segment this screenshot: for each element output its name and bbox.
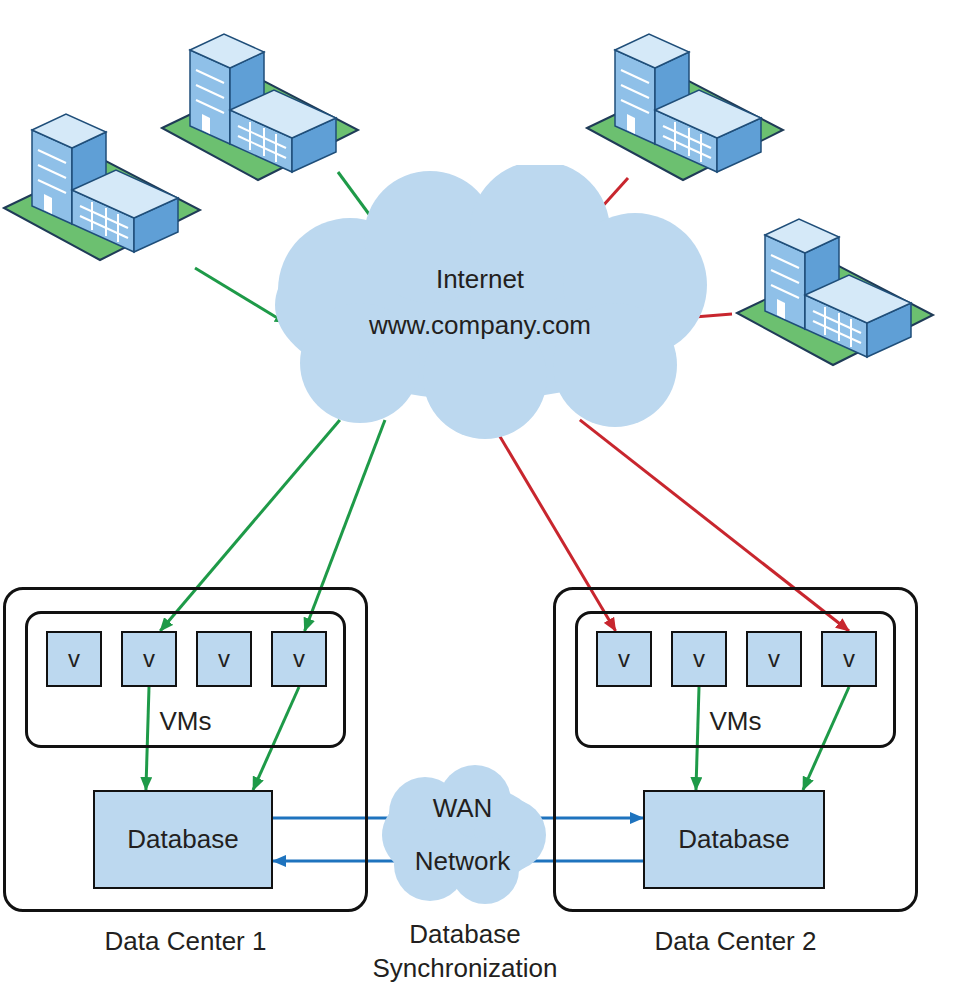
- data-center-box: Data Center 2VMsvvvvDatabase: [553, 587, 918, 912]
- database-box: Database: [93, 790, 273, 889]
- vm-box: v: [196, 631, 252, 687]
- connector-arrow: [253, 687, 299, 790]
- node-label: Database: [127, 823, 238, 857]
- node-label: v: [618, 647, 630, 671]
- data-center-label: Data Center 2: [556, 925, 915, 959]
- connector-arrow: [160, 420, 340, 631]
- caption-label: Database Synchronization: [350, 918, 580, 986]
- cloud-shape: [240, 165, 720, 440]
- node-label: VMs: [160, 705, 212, 739]
- connector-arrow: [696, 687, 699, 790]
- office-building: [587, 34, 783, 180]
- vm-box: v: [271, 631, 327, 687]
- vm-group: VMs v v v v: [25, 611, 346, 748]
- node-label: v: [293, 647, 305, 671]
- node-label: v: [218, 647, 230, 671]
- connector-arrow: [490, 420, 616, 631]
- vm-box: v: [596, 631, 652, 687]
- vm-group: VMs v v v v: [575, 611, 896, 748]
- connector-arrow: [580, 420, 849, 631]
- connector-arrow: [803, 687, 849, 790]
- office-building: [4, 114, 200, 260]
- internet-cloud: Internet www.company.com: [240, 165, 720, 440]
- node-label: www.company.com: [369, 309, 591, 343]
- node-label: VMs: [710, 705, 762, 739]
- vm-box: v: [46, 631, 102, 687]
- node-label: Database: [678, 823, 789, 857]
- vm-box: v: [821, 631, 877, 687]
- vm-box: v: [121, 631, 177, 687]
- node-label: WAN Network: [407, 782, 519, 889]
- office-building: [162, 34, 358, 180]
- connector-arrow: [146, 687, 149, 790]
- wan-cloud: WAN Network: [375, 765, 550, 905]
- data-center-box: Data Center 1VMsvvvvDatabase: [3, 587, 368, 912]
- node-label: v: [143, 647, 155, 671]
- cloud-shape: [375, 765, 550, 905]
- vm-box: v: [746, 631, 802, 687]
- node-label: v: [843, 647, 855, 671]
- database-box: Database: [643, 790, 825, 889]
- node-label: v: [68, 647, 80, 671]
- traffic-arrow: [195, 268, 284, 322]
- office-building: [737, 219, 933, 365]
- node-label: Internet: [436, 263, 524, 297]
- connector-arrow: [305, 420, 385, 631]
- data-center-label: Data Center 1: [6, 925, 365, 959]
- vm-box: v: [671, 631, 727, 687]
- node-label: v: [693, 647, 705, 671]
- node-label: v: [768, 647, 780, 671]
